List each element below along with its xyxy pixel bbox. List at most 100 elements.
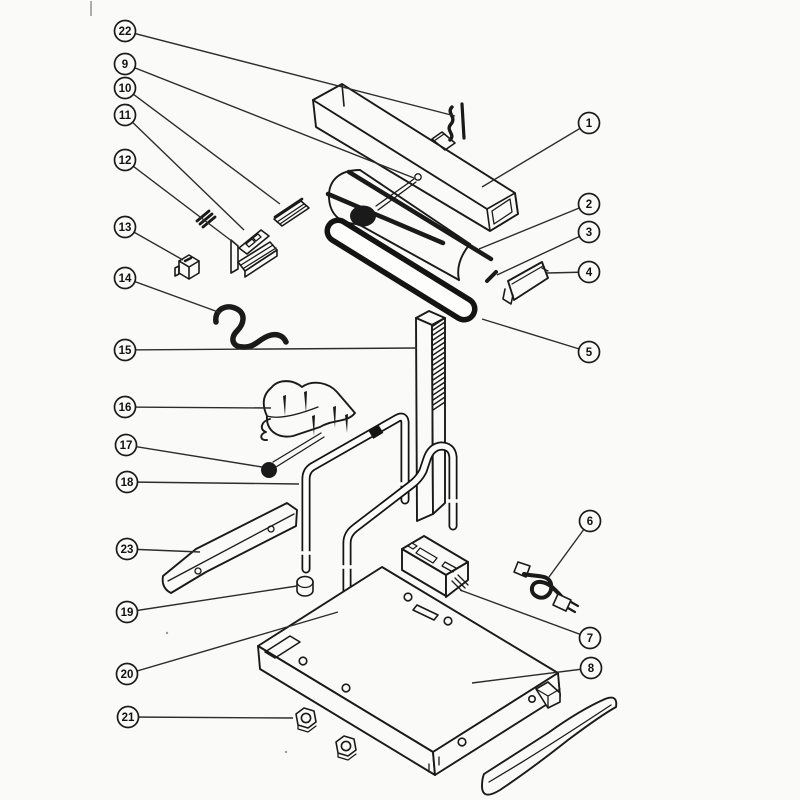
callout-balloon-13 [113,215,137,239]
pivot-pin [375,173,422,211]
callout-4-end-plate: 4 [546,260,601,284]
callout-number-9: 9 [122,59,128,71]
callout-11-mounting-bracket-upper: 11 [113,103,245,231]
spiked-pad [260,380,356,441]
callout-number-21: 21 [122,712,135,724]
leader-line-2 [478,203,590,250]
power-cord [513,561,580,614]
leader-line-1 [481,122,590,188]
callout-19-foot-cap-left: 19 [115,585,298,624]
callout-8-base-plate: 8 [471,656,603,684]
leader-line-7 [459,589,591,639]
callout-balloon-2 [577,192,601,216]
callout-balloon-16 [113,395,137,419]
hex-nut-front [295,707,317,733]
leader-line-12 [124,159,238,246]
leader-line-15 [124,347,418,351]
callout-balloon-5 [577,340,601,364]
callout-balloon-7 [578,626,602,650]
callout-balloon-3 [577,220,601,244]
callout-number-19: 19 [121,607,134,619]
callout-number-10: 10 [119,83,132,95]
callout-14-lead-wire: 14 [113,266,222,314]
leader-line-20 [126,611,339,675]
callout-balloon-1 [577,111,601,135]
callout-number-14: 14 [119,273,132,285]
callout-number-5: 5 [586,347,593,359]
callout-balloon-23 [115,537,139,561]
switch-block [174,254,200,280]
leader-line-23 [126,548,201,553]
cover-clip [447,102,466,142]
heater-rod [346,169,494,262]
callout-number-8: 8 [588,663,595,675]
mounting-bracket [230,229,278,278]
leader-line-14 [124,277,222,314]
callout-number-13: 13 [119,222,132,234]
callout-number-4: 4 [586,267,593,279]
scan-artifact [90,1,288,754]
top-cover [312,83,519,232]
callout-number-22: 22 [119,26,132,38]
callout-number-15: 15 [119,345,132,357]
leader-line-8 [471,667,592,684]
left-foot-pad [161,502,298,594]
callout-balloon-15 [113,338,137,362]
frame-tube [341,441,459,603]
callout-16-spiked-pad: 16 [113,395,272,419]
callout-13-switch-block: 13 [113,215,184,261]
callout-balloon-21 [116,705,140,729]
callout-balloon-12 [113,148,137,172]
callout-balloon-17 [114,433,138,457]
callout-22-cover-clip: 22 [113,19,456,117]
callout-7-channel-bracket: 7 [459,589,602,650]
callout-9-pivot-pin: 9 [113,52,415,179]
callout-3-retainer-pin: 3 [496,220,601,276]
leader-line-6 [548,520,591,578]
ball-rod [261,432,325,478]
callout-number-7: 7 [587,633,593,645]
callout-6-power-cord: 6 [548,509,602,578]
callout-number-11: 11 [119,110,132,122]
leader-line-3 [496,231,590,276]
callout-balloon-22 [113,19,137,43]
callout-10-terminal-strip: 10 [113,76,281,205]
channel-bracket [401,535,469,598]
callout-balloon-6 [578,509,602,533]
callout-1-top-cover: 1 [481,111,601,188]
callout-number-18: 18 [121,477,134,489]
leader-line-9 [124,63,415,179]
callout-number-20: 20 [121,669,134,681]
callout-number-23: 23 [121,544,134,556]
leader-line-18 [126,481,300,485]
leader-line-19 [126,585,298,613]
callout-balloon-11 [113,103,137,127]
callout-balloon-10 [113,76,137,100]
callout-number-6: 6 [587,516,593,528]
foot-cap-left [296,575,314,597]
callout-balloon-4 [577,260,601,284]
end-plate [502,261,549,305]
callout-5-heater-loop: 5 [481,318,601,364]
leader-line-22 [124,30,456,117]
callout-number-17: 17 [120,440,133,452]
callout-number-16: 16 [119,402,132,414]
adjuster-rod-knob [325,191,446,246]
callout-number-1: 1 [586,118,593,130]
leader-line-10 [124,87,281,205]
leader-line-21 [127,716,294,719]
callout-2-heater-rod: 2 [478,192,601,250]
callout-23-left-foot-pad: 23 [115,537,201,561]
right-foot-pad [481,696,618,796]
terminal-strip [273,197,310,227]
leader-line-16 [124,406,272,409]
callout-balloon-20 [115,662,139,686]
leader-line-11 [124,114,245,231]
support-column [415,310,446,522]
callout-balloon-9 [113,52,137,76]
callout-21-hex-nut: 21 [116,705,294,729]
callout-20-foot-cap-right: 20 [115,611,339,686]
